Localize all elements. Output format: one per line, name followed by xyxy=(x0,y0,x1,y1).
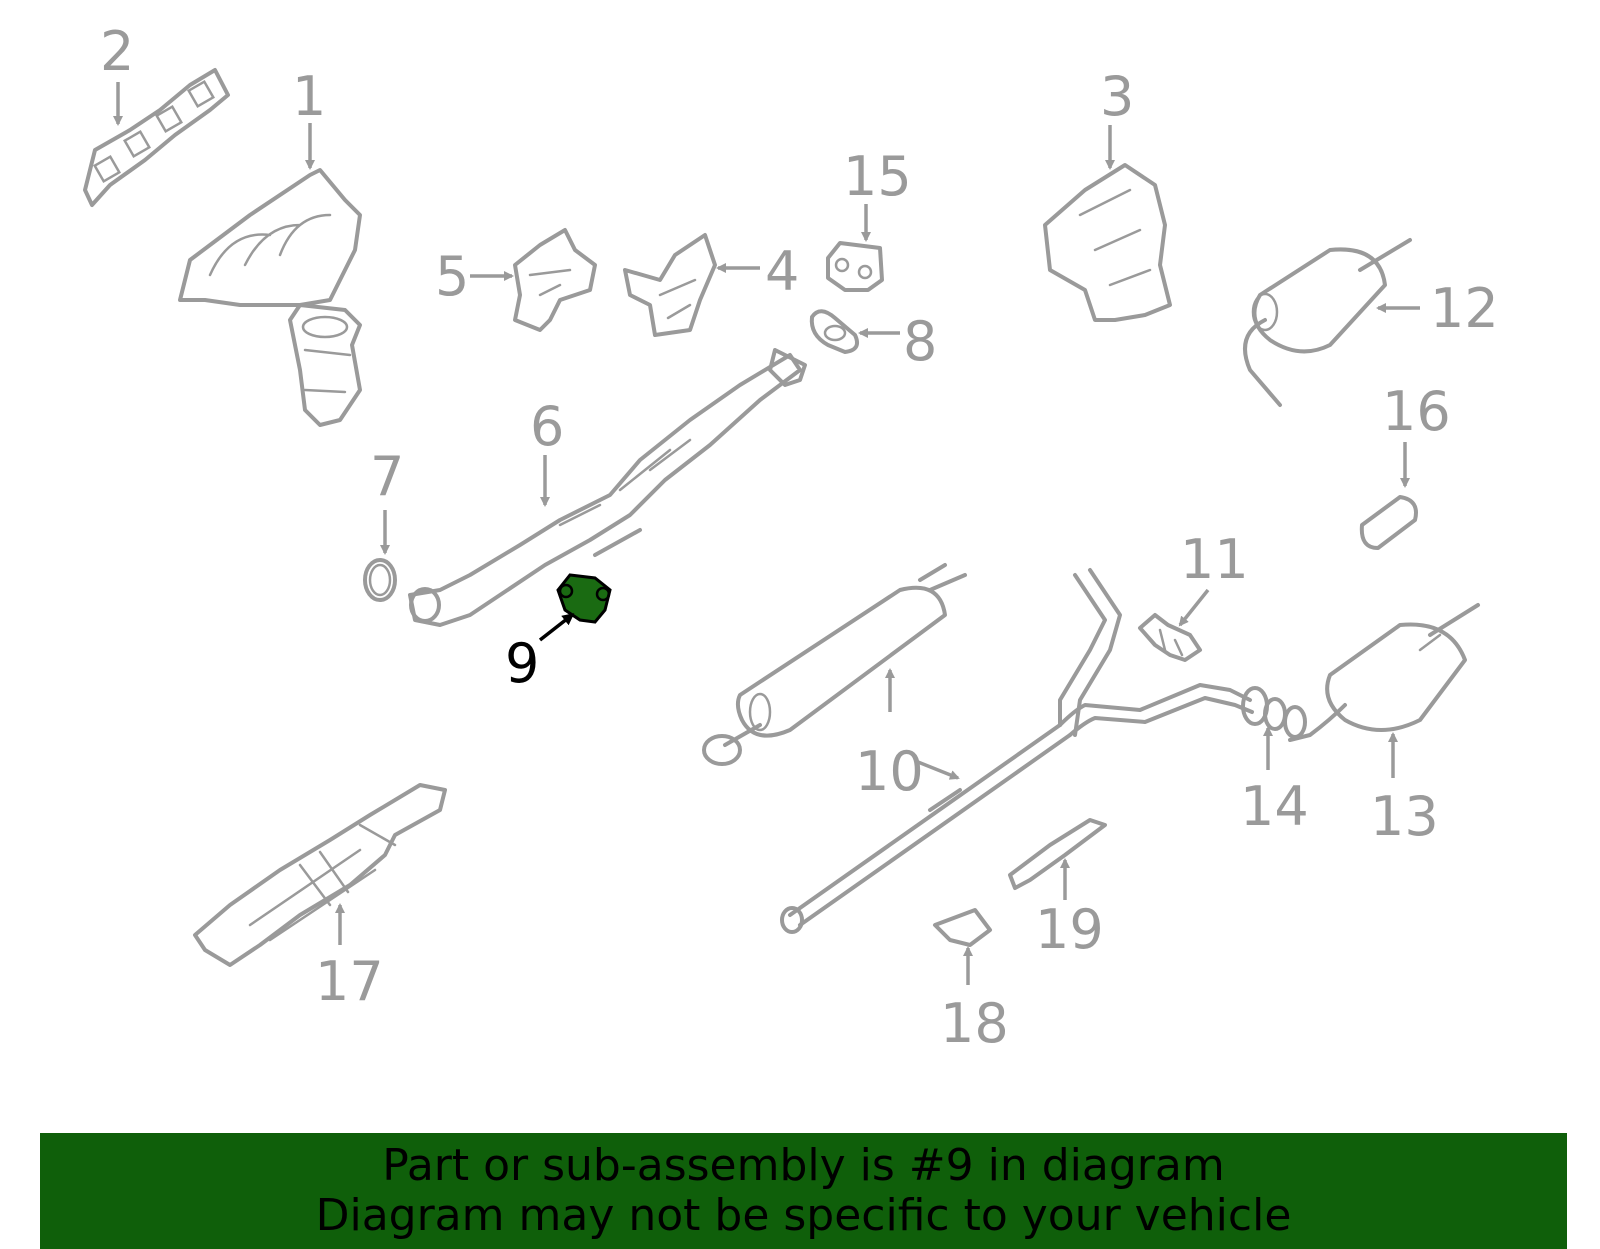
part-17-heat-insulator[interactable] xyxy=(193,783,447,967)
part-10-center-muffler[interactable] xyxy=(702,563,967,766)
callout-13: 13 xyxy=(1370,732,1439,848)
banner-line-1: Part or sub-assembly is #9 in diagram xyxy=(382,1140,1225,1191)
label-10: 10 xyxy=(855,740,924,803)
part-2-manifold-gasket[interactable] xyxy=(83,68,230,207)
part-11-hanger-bracket[interactable] xyxy=(1138,613,1202,662)
callout-4: 4 xyxy=(716,240,799,303)
label-15: 15 xyxy=(843,145,912,208)
part-9-mount-highlighted[interactable] xyxy=(556,573,612,624)
label-11: 11 xyxy=(1180,528,1249,591)
callout-14: 14 xyxy=(1240,726,1309,838)
banner-line-2: Diagram may not be specific to your vehi… xyxy=(315,1190,1292,1241)
part-16-tail-finisher[interactable] xyxy=(1359,495,1418,550)
part-center-pipe[interactable] xyxy=(780,568,1254,934)
label-9: 9 xyxy=(505,632,539,695)
part-19-shield-strip[interactable] xyxy=(1008,818,1107,890)
label-19: 19 xyxy=(1035,898,1104,961)
label-13: 13 xyxy=(1370,785,1439,848)
label-14: 14 xyxy=(1240,775,1309,838)
part-18-small-shield[interactable] xyxy=(933,908,992,947)
label-17: 17 xyxy=(315,950,384,1013)
callout-16: 16 xyxy=(1382,380,1451,488)
callout-18: 18 xyxy=(940,946,1009,1055)
callout-3: 3 xyxy=(1100,65,1134,170)
part-6-front-pipe[interactable] xyxy=(408,348,807,627)
part-12-rear-muffler[interactable] xyxy=(1243,238,1412,407)
part-7-ring-gasket[interactable] xyxy=(363,558,397,602)
label-18: 18 xyxy=(940,992,1009,1055)
label-2: 2 xyxy=(100,20,134,83)
callout-12: 12 xyxy=(1376,277,1499,340)
label-6: 6 xyxy=(530,395,564,458)
label-7: 7 xyxy=(370,445,404,508)
label-8: 8 xyxy=(903,310,937,373)
callout-6: 6 xyxy=(530,395,564,507)
label-16: 16 xyxy=(1382,380,1451,443)
part-8-gasket[interactable] xyxy=(809,309,859,354)
callout-11: 11 xyxy=(1178,528,1249,627)
part-3-heat-shield[interactable] xyxy=(1043,163,1172,322)
callout-19: 19 xyxy=(1035,858,1104,961)
callout-8: 8 xyxy=(858,310,937,373)
label-5: 5 xyxy=(435,245,469,308)
callout-10: 10 xyxy=(855,668,960,803)
callout-15: 15 xyxy=(843,145,912,242)
info-banner: Part or sub-assembly is #9 in diagram Di… xyxy=(40,1133,1567,1249)
callout-2: 2 xyxy=(100,20,134,126)
label-3: 3 xyxy=(1100,65,1134,128)
part-15-mount-bracket[interactable] xyxy=(826,241,884,292)
part-5-heat-shield[interactable] xyxy=(513,228,597,332)
callout-7: 7 xyxy=(370,445,404,555)
label-12: 12 xyxy=(1430,277,1499,340)
callout-5: 5 xyxy=(435,245,514,308)
part-4-heat-shield[interactable] xyxy=(623,233,717,337)
callout-9: 9 xyxy=(505,613,575,695)
part-13-main-muffler[interactable] xyxy=(1288,603,1480,742)
callout-17: 17 xyxy=(315,903,384,1013)
label-4: 4 xyxy=(765,240,799,303)
part-1-exhaust-manifold[interactable] xyxy=(178,168,362,427)
callout-1: 1 xyxy=(292,65,326,170)
label-1: 1 xyxy=(292,65,326,128)
